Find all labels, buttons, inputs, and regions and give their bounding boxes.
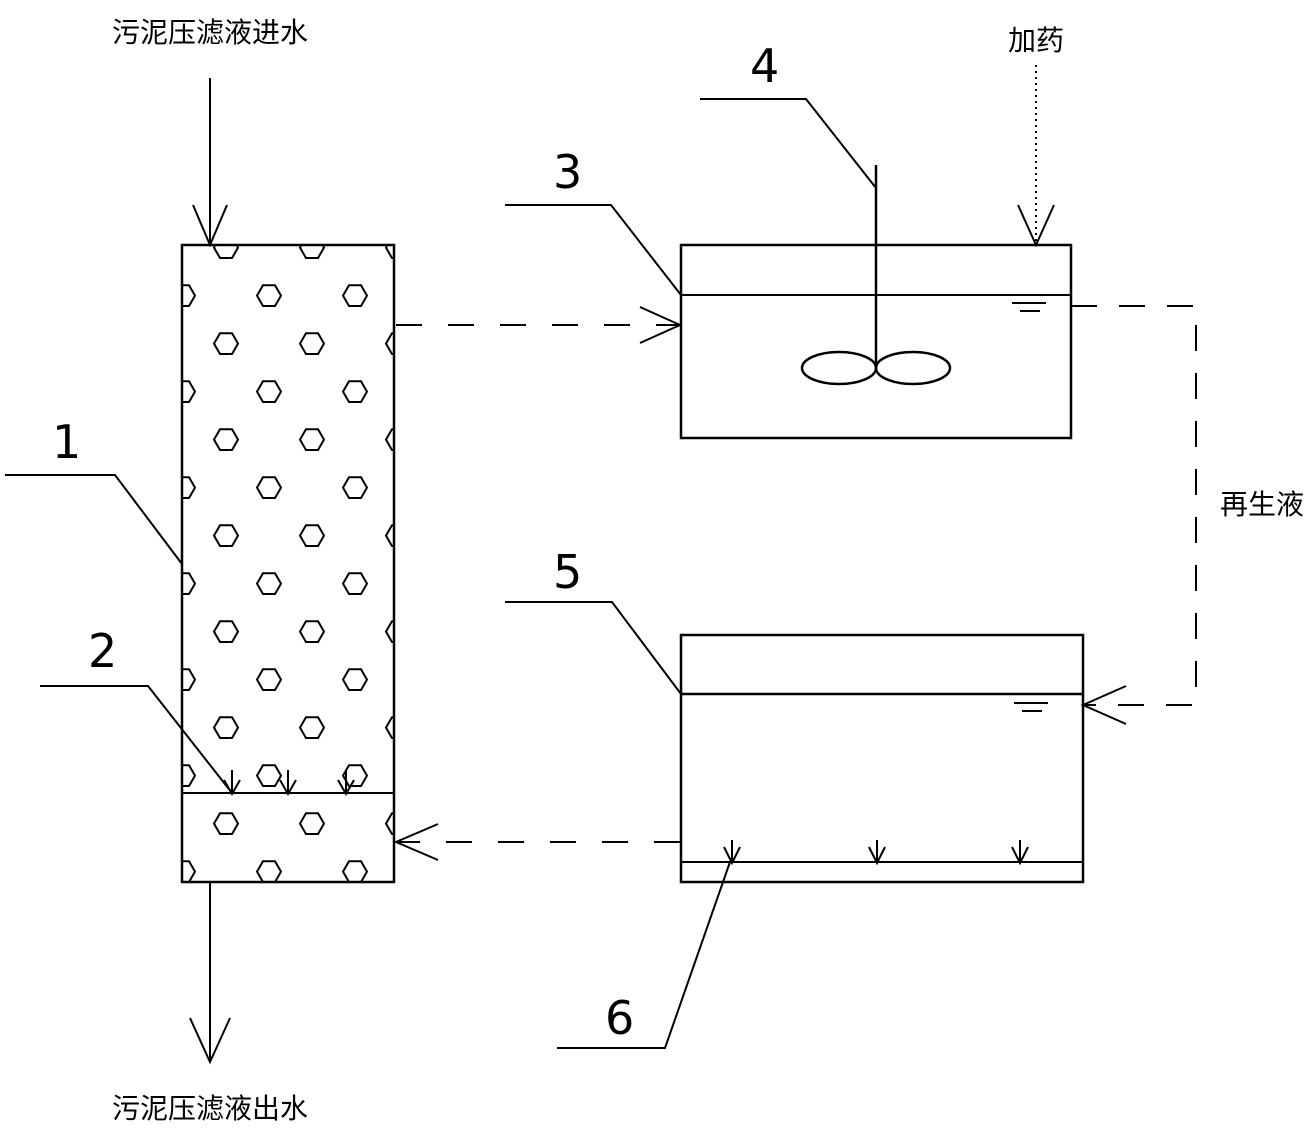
regen-liquid-tank [679,633,1085,884]
flow-column-to-tank [396,306,683,344]
outlet-arrow [189,882,231,1065]
leader-6 [557,861,731,1049]
callout-5: 5 [553,545,582,599]
regen-liquid-label: 再生液 [1220,488,1304,521]
callout-2: 2 [88,624,117,678]
tank-distributor-arrows [723,840,1029,866]
water-level-symbol [1014,702,1048,712]
dosing-arrow [1017,65,1055,248]
leader-4 [700,98,877,189]
leader-3 [505,204,682,296]
water-level-symbol [1012,302,1046,312]
flow-tank-to-column [393,823,680,861]
callout-1: 1 [52,415,81,469]
callout-4: 4 [750,39,779,93]
leader-5 [505,601,682,695]
callout-3: 3 [553,145,582,199]
dosing-label: 加药 [1008,24,1064,57]
inlet-arrow [192,78,228,248]
adsorption-column [180,243,396,884]
leader-lines [5,98,877,1049]
mixer [800,165,952,386]
inlet-label: 污泥压滤液进水 [112,16,308,49]
flow-regen-liquid-loop [1071,305,1197,725]
leader-2 [40,685,233,794]
leader-1 [5,474,183,565]
callout-6: 6 [605,991,634,1045]
mixer-impeller [800,350,878,386]
outlet-label: 污泥压滤液出水 [112,1092,308,1125]
